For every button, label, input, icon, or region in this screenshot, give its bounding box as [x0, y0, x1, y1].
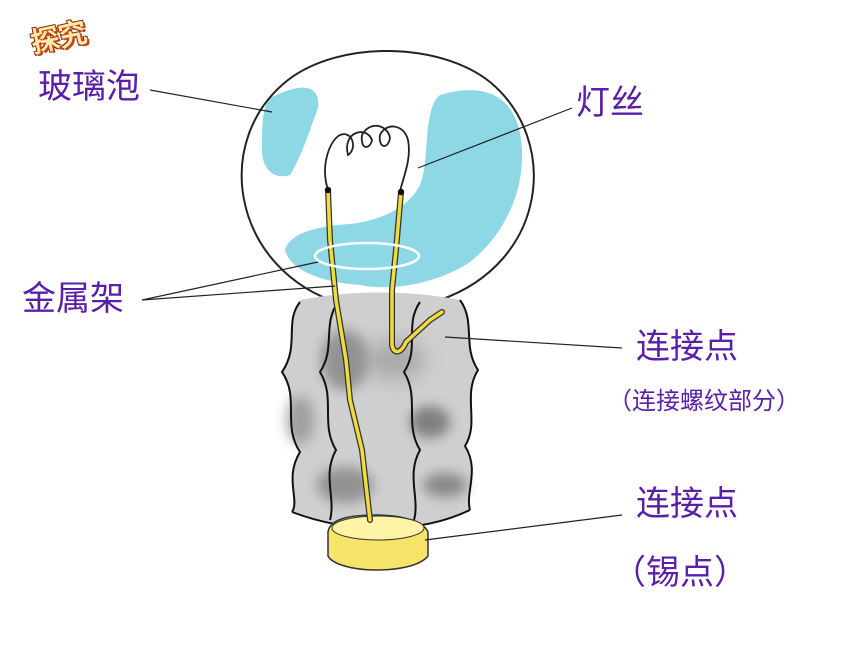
- label-contact-point-1: 连接点: [636, 327, 738, 367]
- leader-lines: [141, 89, 623, 541]
- label-glass-bulb: 玻璃泡: [38, 67, 140, 107]
- label-filament: 灯丝: [576, 83, 644, 123]
- glass-bulb: [240, 50, 535, 301]
- label-metal-frame: 金属架: [22, 279, 124, 319]
- metal-frame-ring: [313, 241, 421, 271]
- lead-wires: [324, 186, 445, 523]
- label-contact-point-2-note: （锡点）: [612, 553, 748, 593]
- filament: [324, 125, 410, 193]
- label-contact-point-1-note: （连接螺纹部分）: [608, 387, 800, 415]
- screw-base: [280, 292, 480, 530]
- solder-point: [327, 514, 429, 571]
- label-contact-point-2: 连接点: [636, 484, 738, 524]
